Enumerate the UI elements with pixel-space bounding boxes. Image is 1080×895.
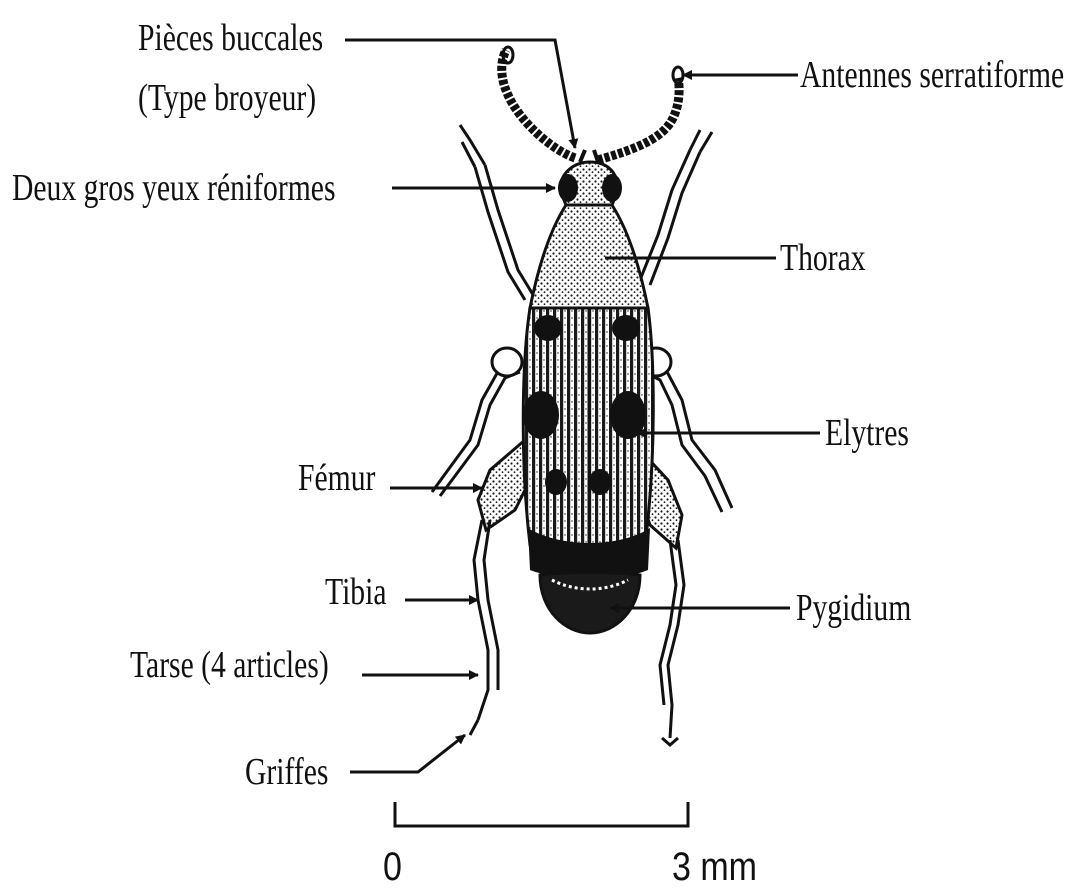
scale-end-label: 3 mm <box>672 845 757 889</box>
label-elytres: Elytres <box>825 413 909 453</box>
leader-griffes <box>350 735 465 772</box>
pygidium-shape <box>540 573 640 633</box>
label-thorax: Thorax <box>780 238 866 278</box>
label-pieces-buccales: Pièces buccales <box>138 18 323 58</box>
label-tarse: Tarse (4 articles) <box>130 645 329 685</box>
label-tibia: Tibia <box>325 572 387 612</box>
antenna-left <box>502 47 575 158</box>
label-yeux: Deux gros yeux réniformes <box>12 168 335 208</box>
scale-bar <box>395 802 688 826</box>
label-griffes: Griffes <box>245 752 328 792</box>
label-antennes: Antennes serratiforme <box>800 55 1064 95</box>
label-pygidium: Pygidium <box>796 588 911 628</box>
label-femur: Fémur <box>298 458 375 498</box>
antenna-right <box>598 67 683 160</box>
label-type-broyeur: (Type broyeur) <box>138 78 316 118</box>
scale-start-label: 0 <box>383 845 402 889</box>
